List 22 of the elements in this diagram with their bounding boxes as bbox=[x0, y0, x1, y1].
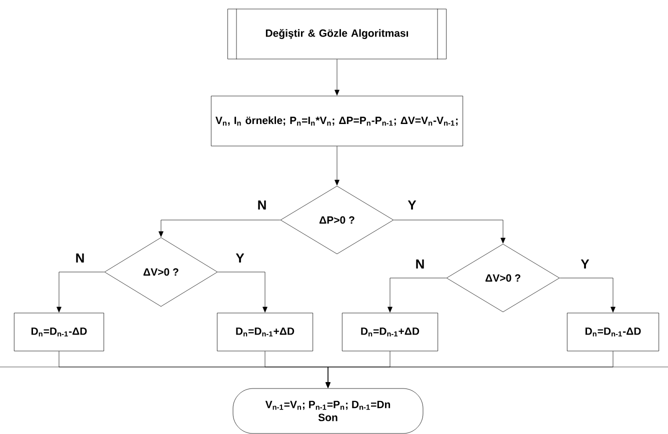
edge-label: Y bbox=[236, 254, 244, 262]
arrow bbox=[394, 220, 506, 244]
edge-label: Y bbox=[580, 260, 590, 268]
process-box: D$_{n}$=D$_{n-1}$-ΔD bbox=[566, 312, 660, 352]
process-box: D$_{n}$=D$_{n-1}$+ΔD bbox=[216, 312, 314, 352]
arrow bbox=[158, 220, 280, 237]
process-box: D$_{n}$=D$_{n-1}$+ΔD bbox=[342, 312, 438, 352]
edge-label: N bbox=[416, 260, 424, 268]
arrow bbox=[218, 272, 268, 312]
start-box: Değiştir & Gözle Algoritması bbox=[227, 8, 447, 60]
arrow bbox=[388, 278, 446, 312]
process-box: D$_{n}$=D$_{n-1}$-ΔD bbox=[14, 312, 104, 352]
process-box: V$_{n}$, I$_{n}$ örnekle; P$_{n}$=I$_{n}$*V$_{n}$; ΔP=P$_{n}$-P$_{n-1}$; ΔV=V$_{n}$-V$_{n-1}$; bbox=[210, 96, 464, 146]
arrow bbox=[334, 59, 340, 96]
arrow bbox=[560, 278, 616, 312]
arrow bbox=[334, 146, 340, 186]
arrow bbox=[326, 351, 614, 388]
edge-label: N bbox=[258, 200, 266, 210]
arrow bbox=[56, 272, 104, 312]
edge-label: Y bbox=[408, 200, 416, 210]
end-terminator: V$_{n-1}$=V$_{n}$; P$_{n-1}$=P$_{n}$; D$_{n-1}$=Dn Son bbox=[232, 388, 424, 434]
edge-label: N bbox=[76, 254, 84, 262]
